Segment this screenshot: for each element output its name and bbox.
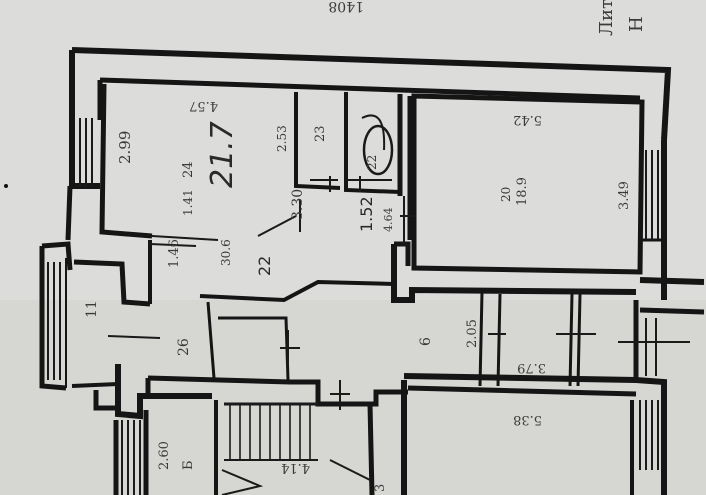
right-room-area: 18.9: [515, 177, 530, 206]
scale-label: 1408: [328, 0, 364, 14]
mid-room-num: 6: [418, 337, 434, 346]
corner-label-top: Лит: [596, 0, 617, 36]
dim-mid-room-side: 2.05: [465, 319, 480, 348]
dim-right-room-side: 3.49: [617, 181, 632, 210]
room-num-wc: 22: [365, 155, 379, 170]
dim-right-room-top: 5.42: [513, 112, 542, 127]
dim-corridor-e: 1.41: [181, 189, 195, 216]
right-room-num: 20: [499, 187, 513, 202]
window-hatching: [47, 118, 659, 495]
dim-corridor-d: 30.6: [219, 239, 233, 266]
left-room-num: 24: [181, 161, 196, 178]
staircase: [221, 402, 371, 495]
corridor-mark: 22: [255, 256, 274, 276]
dim-corridor-c: 1.46: [167, 239, 182, 268]
dim-left-room-side: 2.99: [116, 131, 134, 164]
dim-bottom-room-top: 5.38: [513, 412, 542, 427]
hall-num: 26: [176, 338, 192, 356]
stair-letter: Б: [181, 460, 196, 470]
dim-corridor-b-sub: 4.64: [382, 208, 395, 233]
labels: 1408 Лит Н 4.57 2.99 2.53 23 22 24 21.7 …: [84, 0, 647, 492]
dim-stair-bottom: 4.14: [281, 460, 310, 475]
bottom-edge-digit: 3: [373, 484, 388, 492]
balcony-num: 11: [84, 300, 100, 318]
dim-left-room-top: 4.57: [189, 98, 218, 113]
dim-bath-side: 2.53: [275, 125, 289, 152]
dim-mid-room-bottom: 3.79: [517, 360, 546, 375]
corner-label-bottom: Н: [626, 16, 647, 32]
dim-corridor-b: 1.52: [357, 196, 376, 232]
left-room-area: 21.7: [205, 121, 240, 188]
dot-mark: [4, 184, 8, 188]
door-marks: [107, 114, 690, 410]
paper-shadow: [0, 300, 706, 495]
dim-stair-side: 2.60: [157, 441, 172, 470]
dim-corridor-a: 3.30: [290, 189, 306, 220]
room-num-bath: 23: [313, 125, 328, 142]
